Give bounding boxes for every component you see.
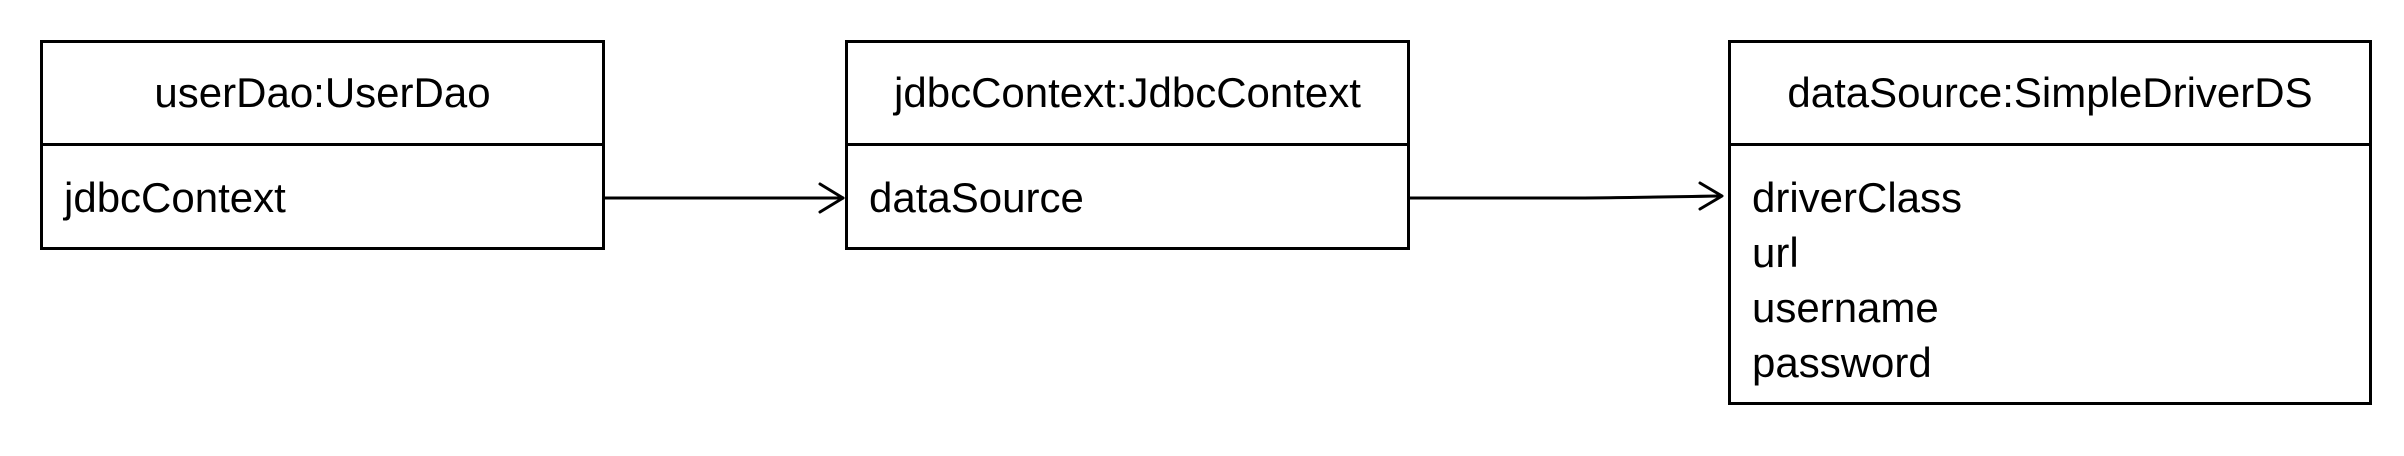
attribute-list: driverClass url username password — [1731, 146, 2369, 390]
object-title: userDao:UserDao — [43, 43, 602, 146]
attribute-list: dataSource — [848, 146, 1407, 225]
attribute-url: url — [1752, 229, 1799, 276]
object-title: dataSource:SimpleDriverDS — [1731, 43, 2369, 146]
object-box-datasource: dataSource:SimpleDriverDS driverClass ur… — [1728, 40, 2372, 405]
arrow-userdao-to-jdbccontext — [603, 182, 845, 214]
attribute-datasource: dataSource — [869, 174, 1084, 221]
attribute-password: password — [1752, 339, 1932, 386]
object-box-userdao: userDao:UserDao jdbcContext — [40, 40, 605, 250]
attribute-username: username — [1752, 284, 1939, 331]
object-title: jdbcContext:JdbcContext — [848, 43, 1407, 146]
arrow-jdbccontext-to-datasource — [1408, 181, 1724, 211]
attribute-jdbccontext: jdbcContext — [64, 174, 286, 221]
object-box-jdbccontext: jdbcContext:JdbcContext dataSource — [845, 40, 1410, 250]
attribute-list: jdbcContext — [43, 146, 602, 225]
attribute-driverclass: driverClass — [1752, 174, 1963, 221]
